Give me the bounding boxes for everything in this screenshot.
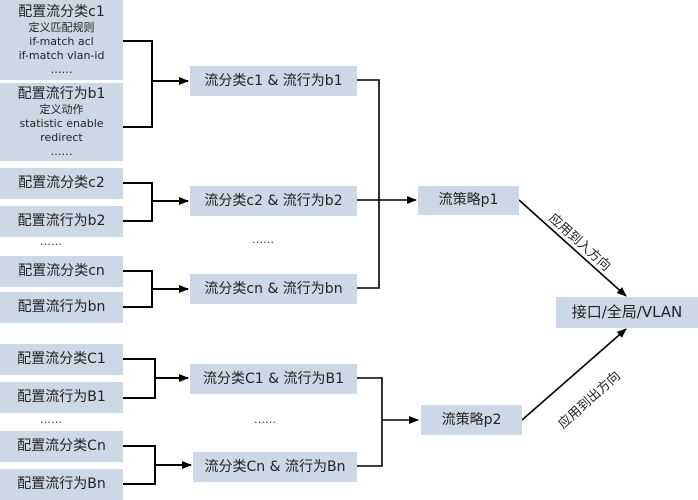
policy-p1-box: 流策略p1 <box>418 186 519 215</box>
connector-cn-bn <box>123 270 188 308</box>
binding-cn-bn-box: 流分类cn & 流行为bn <box>190 274 357 304</box>
binding-C1-B1-box: 流分类C1 & 流行为B1 <box>190 364 357 394</box>
behavior-b1-box: 配置流行为b1 定义动作 statistic enable redirect …… <box>0 83 123 161</box>
edge-inbound <box>518 199 627 297</box>
behavior-B1-box: 配置流行为B1 <box>0 382 123 413</box>
classifier-C1-box: 配置流分类C1 <box>0 344 123 375</box>
behavior-Bn-box: 配置流行为Bn <box>0 469 123 500</box>
target-interface-box: 接口/全局/VLAN <box>556 297 698 328</box>
classifier-Cn-box: 配置流分类Cn <box>0 431 123 462</box>
binding-c2-b2-label: 流分类c2 & 流行为b2 <box>204 192 343 209</box>
classifier-c2-box: 配置流分类c2 <box>0 168 123 199</box>
classifier-C1-title: 配置流分类C1 <box>17 351 106 367</box>
classifier-c1-title: 配置流分类c1 <box>18 3 105 20</box>
classifier-c1-line: if-match vlan-id <box>18 48 105 62</box>
classifier-cn-box: 配置流分类cn <box>0 256 123 287</box>
behavior-b1-title: 配置流行为b1 <box>17 85 106 102</box>
connector-Cn-Bn <box>123 445 191 485</box>
behavior-Bn-title: 配置流行为Bn <box>17 476 106 492</box>
classifier-c2-title: 配置流分类c2 <box>18 175 105 191</box>
binding-c1-b1-box: 流分类c1 & 流行为b1 <box>190 66 357 96</box>
ellipsis: …… <box>254 413 276 426</box>
behavior-bn-box: 配置流行为bn <box>0 292 123 323</box>
connector-C1-B1 <box>123 358 188 399</box>
policy-p2-box: 流策略p2 <box>421 405 522 435</box>
connector-c1-b1 <box>123 40 188 128</box>
behavior-b1-line: redirect <box>40 130 83 144</box>
behavior-b2-title: 配置流行为b2 <box>17 213 106 229</box>
policy-p2-label: 流策略p2 <box>441 411 502 428</box>
classifier-c1-line: 定义匹配规则 <box>28 20 95 34</box>
connector-to-p1 <box>357 79 416 289</box>
binding-c1-b1-label: 流分类c1 & 流行为b1 <box>204 72 343 89</box>
classifier-c1-line: if-match acl <box>29 34 94 48</box>
ellipsis: …… <box>40 413 62 426</box>
behavior-b1-line: 定义动作 <box>39 102 84 116</box>
binding-c2-b2-box: 流分类c2 & 流行为b2 <box>190 186 357 216</box>
ellipsis: …… <box>40 235 62 248</box>
binding-C1-B1-label: 流分类C1 & 流行为B1 <box>202 370 344 387</box>
binding-cn-bn-label: 流分类cn & 流行为bn <box>204 280 343 297</box>
target-label: 接口/全局/VLAN <box>571 303 683 321</box>
behavior-bn-title: 配置流行为bn <box>17 299 106 315</box>
behavior-b2-box: 配置流行为b2 <box>0 206 123 237</box>
connector-to-p2 <box>357 377 418 467</box>
classifier-c1-line: …… <box>50 62 73 76</box>
ellipsis: …… <box>252 233 274 246</box>
connector-c2-b2 <box>123 182 188 222</box>
classifier-c1-box: 配置流分类c1 定义匹配规则 if-match acl if-match vla… <box>0 0 123 80</box>
behavior-b1-line: statistic enable <box>19 116 104 130</box>
classifier-Cn-title: 配置流分类Cn <box>17 438 106 454</box>
behavior-b1-line: …… <box>50 144 73 158</box>
behavior-B1-title: 配置流行为B1 <box>17 389 106 405</box>
binding-Cn-Bn-label: 流分类Cn & 流行为Bn <box>204 458 346 475</box>
policy-p1-label: 流策略p1 <box>438 192 499 208</box>
classifier-cn-title: 配置流分类cn <box>18 263 105 279</box>
binding-Cn-Bn-box: 流分类Cn & 流行为Bn <box>193 452 357 482</box>
edge-outbound <box>521 328 627 421</box>
